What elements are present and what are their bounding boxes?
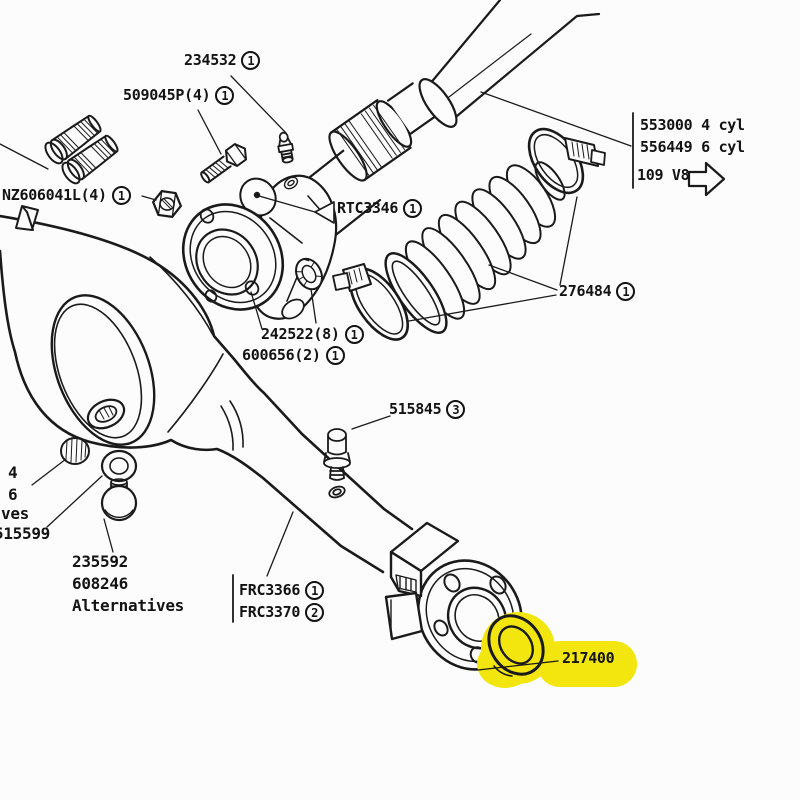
part-number: 608246 [72,574,128,593]
drain-plug [60,437,90,465]
qty-badge: 1 [111,186,131,205]
part-number: 515599 [0,524,50,543]
part-label-fragment-ves: ves [1,504,29,523]
lock-nut [152,190,182,218]
part-number: 600656(2) [242,345,321,364]
part-number: 6 [8,485,18,504]
qty-badge: 1 [616,282,636,301]
part-label-235592: 235592 [72,552,128,571]
label-text: ves [1,504,29,523]
variant-label: 109 V8 [637,166,690,184]
spring-seat-bracket [384,521,460,641]
part-number: 276484 [559,281,612,300]
part-label-109-v8: 109 V8 [637,166,690,184]
label-text: Alternatives [72,596,184,615]
hose-clamp-upper [527,127,606,195]
part-label-fragment-4: 4 [8,463,18,482]
breather-fitting [323,428,351,499]
part-label-600656: 600656(2)1 [242,346,345,365]
part-label-515599: 515599 [0,524,50,543]
rubber-boot [384,161,566,334]
qty-badge: 1 [241,51,261,70]
axle-housing [0,205,414,574]
part-label-509045p: 509045P(4)1 [123,85,235,105]
part-label-608246: 608246 [72,574,128,593]
part-number: FRC3370 [239,602,301,621]
part-number: 556449 6 cyl [640,138,745,156]
slip-joint-splines [328,99,413,182]
part-number: 217400 [562,649,615,667]
hex-bolt [200,143,248,184]
right-block-arrow-icon [687,161,726,197]
part-number: 553000 4 cyl [640,116,745,134]
bearing-cup-dot [253,191,261,199]
qty-badge: 1 [344,325,364,344]
wheel-stud-1 [44,112,104,165]
universal-joint [181,174,338,320]
plug-boss [86,398,126,430]
part-label-242522: 242522(8)1 [261,325,364,344]
label-alternatives: Alternatives [72,596,184,615]
leader-lines [0,75,632,671]
part-label-nz606041l: NZ606041L(4)1 [2,186,131,205]
diff-opening [50,294,156,446]
part-label-553000: 553000 4 cyl [640,116,745,134]
qty-badge: 2 [305,603,325,622]
part-number: FRC3366 [239,580,301,599]
joint-flange [181,203,285,311]
dome-plug [100,478,138,522]
part-number: 4 [8,463,18,482]
lock-washer [295,257,323,291]
plug-washer [100,449,138,483]
oil-seal [487,614,545,677]
part-number: 509045P(4) [123,85,211,104]
breather-washer [328,485,346,499]
slip-joint-neck [386,82,437,135]
rtc3346-arrowhead [314,201,335,224]
part-label-556449: 556449 6 cyl [640,138,745,156]
part-number: NZ606041L(4) [2,185,107,204]
part-number: 515845 [389,399,442,418]
qty-badge: 1 [325,346,345,365]
qty-badge: 1 [403,199,423,218]
part-number: RTC3346 [337,198,399,217]
grease-fitting [277,131,294,164]
qty-badge: 1 [215,86,235,105]
hose-clamp-lower [332,263,409,341]
part-label-217400-highlighted: 217400 [562,649,615,667]
grease-hole [283,176,299,190]
part-label-fragment-6: 6 [8,485,18,504]
part-number: 242522(8) [261,324,340,343]
propshaft [284,0,612,251]
wheel-stud-2 [61,132,121,185]
part-number: 234532 [184,50,237,69]
qty-badge: 3 [446,400,466,419]
part-number: 235592 [72,552,128,571]
qty-badge: 1 [305,581,325,600]
